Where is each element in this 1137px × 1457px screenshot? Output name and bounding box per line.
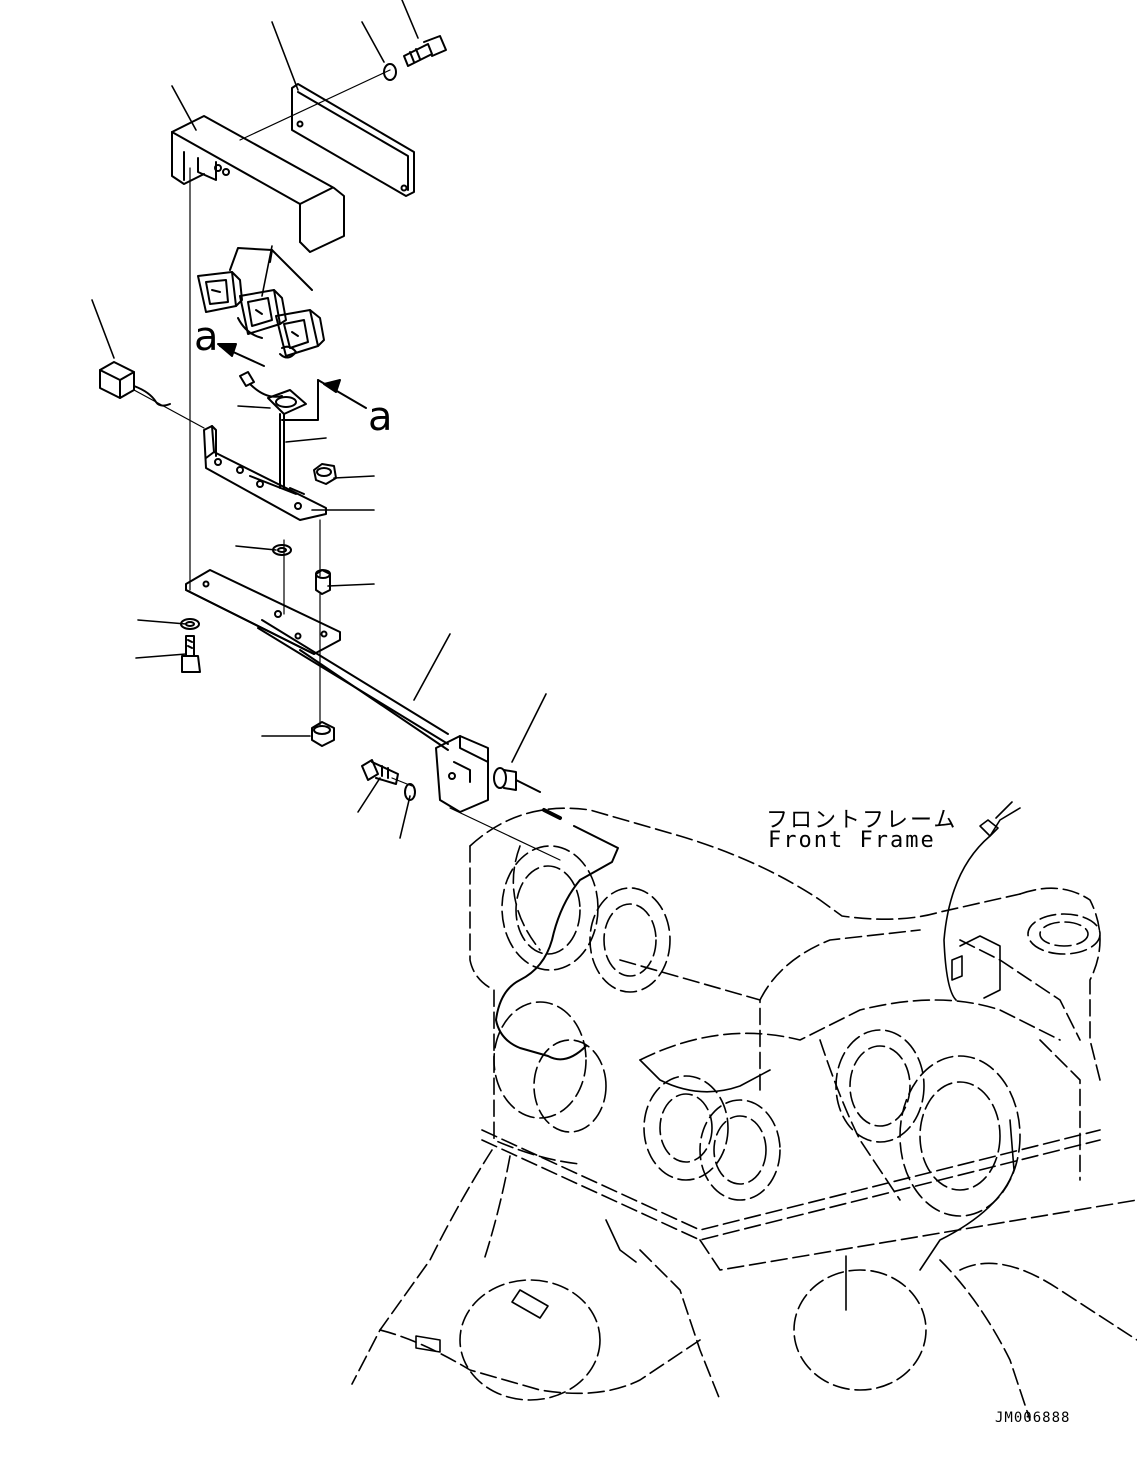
harness-grommet: [494, 768, 618, 1059]
leader-lines: [92, 0, 546, 838]
flange-nut-lower: [312, 722, 334, 746]
view-arrows: [218, 344, 366, 420]
harness-lower: [416, 1060, 846, 1352]
front-frame: [470, 808, 1100, 1216]
washer-lower-left: [181, 619, 199, 629]
bolt-lower-left: [182, 636, 200, 672]
cable-connector: [240, 372, 306, 488]
washer-lower-right: [405, 784, 415, 800]
base-plate: [186, 570, 340, 654]
junction-box: [100, 362, 170, 406]
bolt-top: [404, 36, 446, 66]
flange-nut-upper: [314, 464, 336, 484]
bolt-lower-right: [362, 760, 398, 784]
cover-plate: [292, 84, 414, 196]
front-frame-label-en: Front Frame: [768, 828, 936, 853]
harness-right: [920, 802, 1020, 1270]
washer-middle: [273, 545, 291, 555]
front-frame-label-jp: フロントフレーム: [766, 808, 958, 833]
view-arrow-label-1: a: [194, 314, 219, 360]
work-lamps: [198, 248, 324, 358]
drawing-code: JM006888: [995, 1410, 1071, 1426]
washer-top: [384, 64, 396, 80]
mounting-arm: [258, 620, 488, 812]
assembly-lines: [134, 70, 560, 860]
mount-bracket: [204, 426, 326, 520]
frame-floor-plate: [352, 1130, 1137, 1420]
stud-spacer: [316, 570, 330, 594]
view-arrow-label-2: a: [368, 394, 393, 440]
lamp-guard: [172, 116, 344, 252]
